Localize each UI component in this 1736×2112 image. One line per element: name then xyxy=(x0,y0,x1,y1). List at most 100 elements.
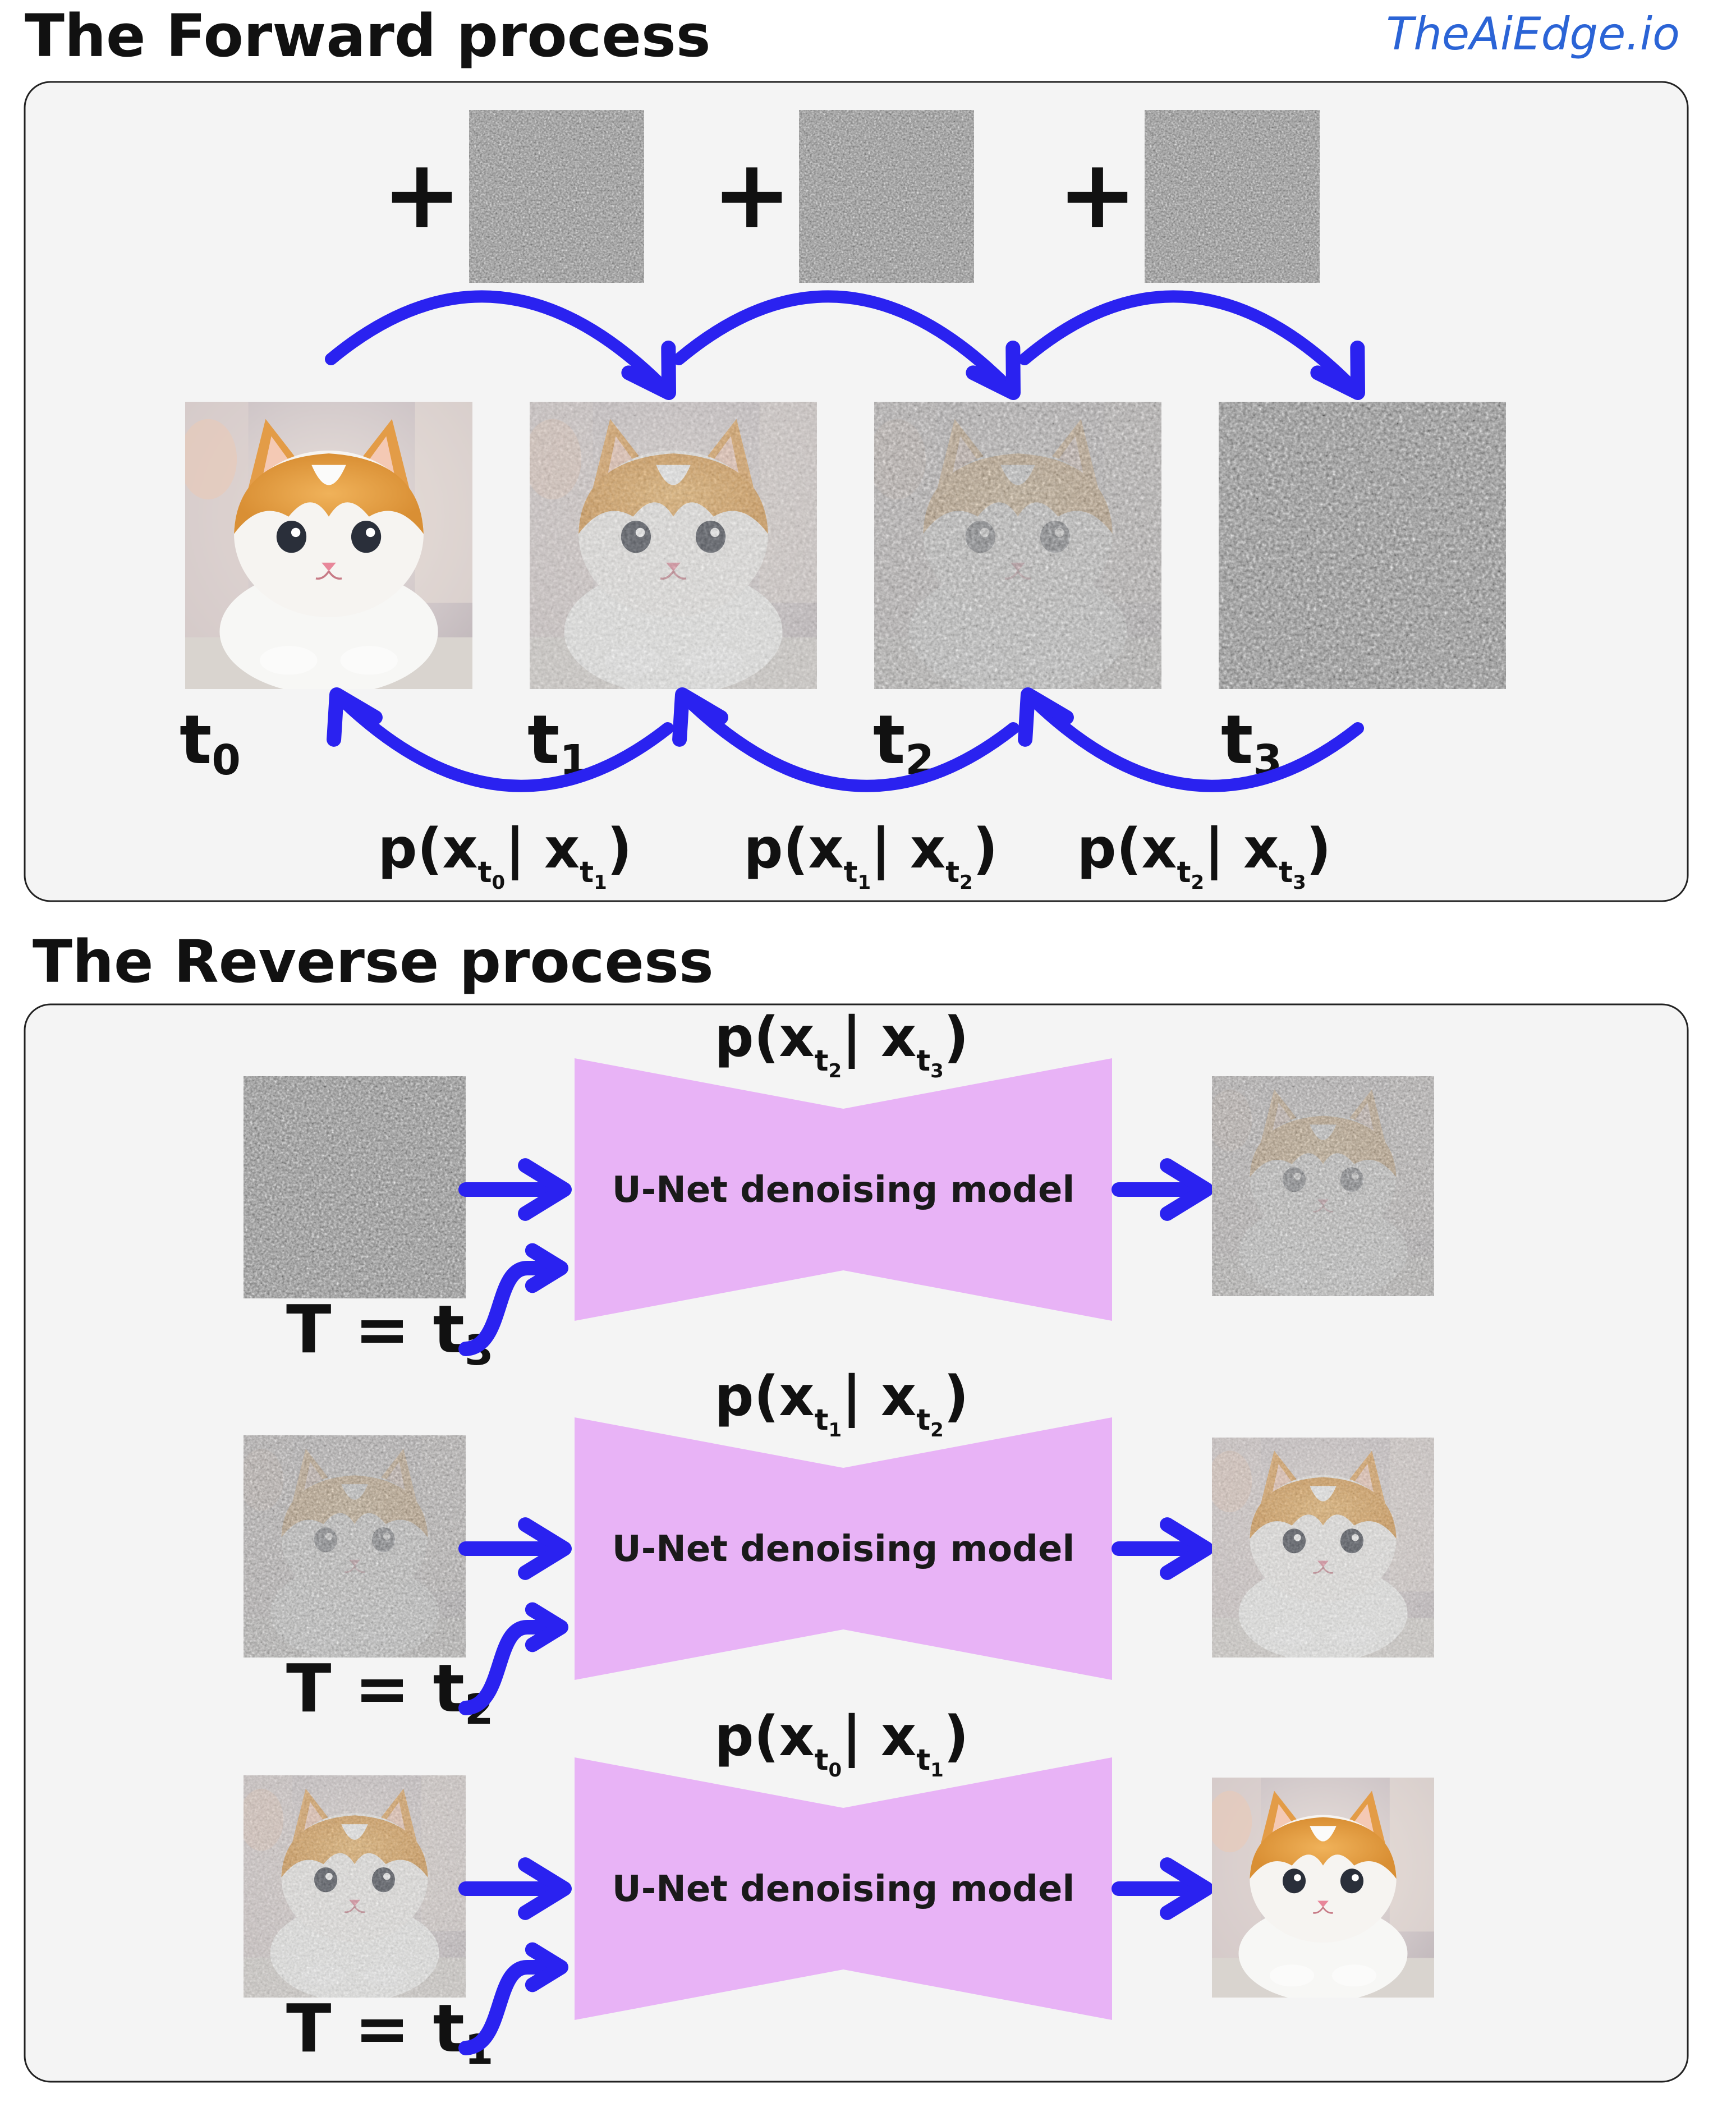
text-part: t xyxy=(580,856,594,889)
forward-arrow xyxy=(673,290,1019,399)
reverse-output-image xyxy=(1212,1076,1434,1296)
text-part: ) xyxy=(944,1006,969,1069)
text-part: t xyxy=(844,856,858,889)
text-part: 2 xyxy=(930,1419,944,1441)
added-noise-patch xyxy=(469,110,644,283)
text-part: p(x xyxy=(714,1705,814,1769)
forward-prob-label: p(xt0| xt1) xyxy=(378,817,632,894)
text-part: t xyxy=(815,1044,829,1078)
text-part: t xyxy=(1221,701,1253,779)
reverse-output-image xyxy=(1212,1438,1434,1658)
text-part: 1 xyxy=(857,871,871,894)
forward-step-label: t2 xyxy=(873,701,934,784)
text-part: 3 xyxy=(1293,871,1306,894)
text-part: p(x xyxy=(743,817,843,881)
text-part: t xyxy=(916,1403,930,1437)
text-part: ) xyxy=(944,1705,969,1769)
reverse-step-arrowhead xyxy=(327,687,383,747)
forward-arrow xyxy=(325,290,675,399)
text-part: t xyxy=(527,701,559,779)
timestep-label: T = t2 xyxy=(286,1650,493,1734)
output-arrowhead xyxy=(1160,1517,1214,1580)
text-part: 1 xyxy=(828,1419,842,1441)
timestep-arrow xyxy=(458,1960,563,2055)
timestep-arrowhead xyxy=(525,1602,568,1652)
timestep-arrowhead xyxy=(525,1243,568,1293)
text-part: t xyxy=(1177,856,1191,889)
text-part: 1 xyxy=(930,1759,944,1782)
text-part: | x xyxy=(871,817,945,881)
timestep-arrow xyxy=(458,1620,563,1715)
plus-sign: + xyxy=(382,139,462,250)
forward-prob-label: p(xt1| xt2) xyxy=(743,817,998,894)
text-part: T = t xyxy=(286,1650,465,1727)
text-part: 3 xyxy=(930,1060,944,1082)
text-part: t xyxy=(916,1743,930,1777)
text-part: t xyxy=(180,701,212,779)
unet-label: U-Net denoising model xyxy=(612,1528,1075,1570)
text-part: ) xyxy=(1306,817,1331,881)
text-part: t xyxy=(815,1403,829,1437)
output-arrowhead xyxy=(1160,1158,1214,1221)
forward-panel xyxy=(24,81,1689,902)
added-noise-patch xyxy=(1145,110,1320,283)
text-part: 0 xyxy=(492,871,505,894)
reverse-step-arrowhead xyxy=(672,687,728,747)
forward-image-t3 xyxy=(1219,402,1506,689)
text-part: t xyxy=(916,1044,930,1078)
timestep-label: T = t1 xyxy=(286,1990,493,2074)
text-part: 1 xyxy=(594,871,607,894)
text-part: | x xyxy=(1204,817,1279,881)
forward-image-t0 xyxy=(180,402,472,695)
forward-prob-label: p(xt2| xt3) xyxy=(1077,817,1331,894)
reverse-prob-label: p(xt2| xt3) xyxy=(714,1006,968,1082)
text-part: p(x xyxy=(714,1365,814,1429)
reverse-input-image xyxy=(244,1076,466,1298)
forward-image-t1 xyxy=(524,402,817,695)
reverse-step-arrow xyxy=(676,688,1019,792)
text-part: 2 xyxy=(1191,871,1204,894)
unet-label: U-Net denoising model xyxy=(612,1868,1075,1910)
text-part: ) xyxy=(944,1365,969,1429)
input-arrowhead xyxy=(518,1158,572,1221)
text-part: | x xyxy=(842,1365,916,1429)
forward-arrowhead xyxy=(966,341,1021,400)
text-part: 2 xyxy=(959,871,973,894)
forward-arrowhead xyxy=(1310,341,1365,400)
input-arrowhead xyxy=(518,1517,572,1580)
forward-title: The Forward process xyxy=(25,2,711,70)
forward-step-label: t0 xyxy=(180,701,241,784)
text-part: ) xyxy=(607,817,632,881)
text-part: | x xyxy=(842,1006,916,1069)
text-part: 0 xyxy=(828,1759,842,1782)
reverse-input-image xyxy=(244,1435,466,1658)
text-part: p(x xyxy=(1077,817,1177,881)
reverse-prob-label: p(xt0| xt1) xyxy=(714,1705,968,1782)
timestep-label: T = t3 xyxy=(286,1291,493,1375)
text-part: p(x xyxy=(378,817,477,881)
forward-arrow xyxy=(1018,290,1364,399)
forward-arrowhead xyxy=(621,341,676,400)
text-part: t xyxy=(945,856,959,889)
text-part: 0 xyxy=(212,736,241,784)
unet-shape xyxy=(575,1058,1112,1321)
reverse-step-arrowhead xyxy=(1018,687,1074,747)
forward-image-t2 xyxy=(869,402,1161,695)
text-part: t xyxy=(873,701,905,779)
text-part: T = t xyxy=(286,1291,465,1368)
unet-shape xyxy=(575,1757,1112,2020)
timestep-arrowhead xyxy=(525,1942,568,1992)
output-arrowhead xyxy=(1160,1857,1214,1920)
text-part: 2 xyxy=(828,1060,842,1082)
text-part: | x xyxy=(505,817,580,881)
reverse-prob-label: p(xt1| xt2) xyxy=(714,1365,968,1441)
reverse-step-arrow xyxy=(330,688,674,792)
plus-sign: + xyxy=(712,139,792,250)
text-part: T = t xyxy=(286,1990,465,2067)
